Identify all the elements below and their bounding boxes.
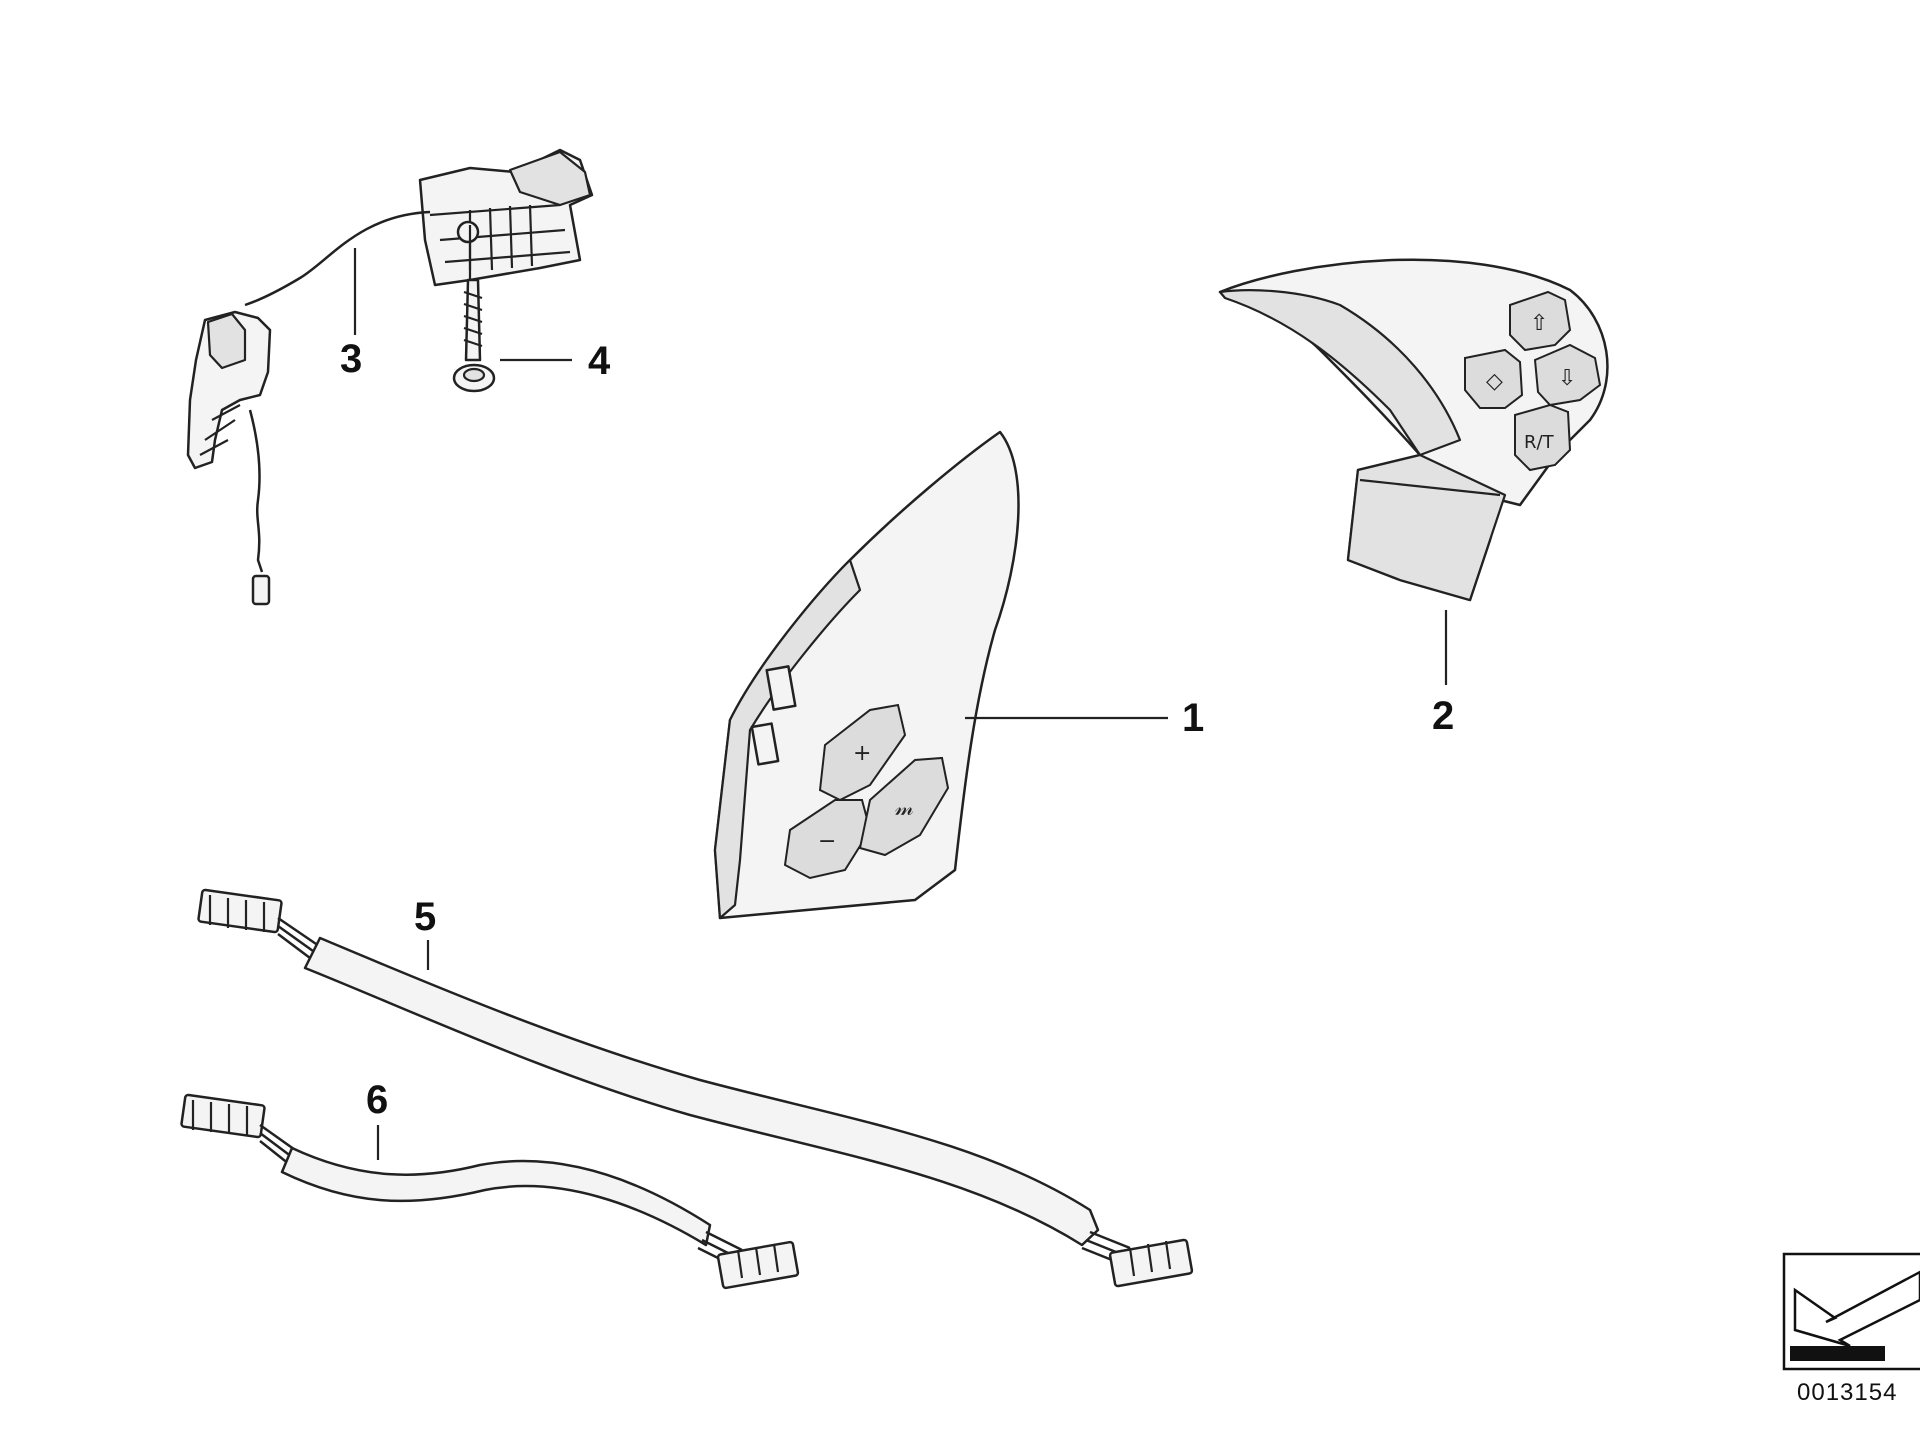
up-arrow-glyph: ⇧ — [1530, 311, 1548, 336]
callout-6: 6 — [366, 1078, 388, 1122]
callout-3: 3 — [340, 337, 362, 381]
callout-5: 5 — [414, 895, 436, 939]
rt-button[interactable] — [1514, 403, 1572, 472]
minus-button[interactable] — [783, 799, 872, 880]
plus-button[interactable] — [818, 703, 907, 802]
part-3-wiring-bracket — [186, 148, 594, 606]
minus-glyph: − — [818, 829, 836, 854]
down-arrow-button[interactable] — [1533, 343, 1602, 407]
part-6-cable-short — [180, 1093, 800, 1290]
reference-badge: 0013154 — [1782, 1252, 1920, 1406]
part-1-switch-left: + − 𝓂 — [713, 430, 1168, 920]
part-4-screw — [452, 278, 496, 393]
arrow-icon — [1793, 1270, 1920, 1348]
left-arrow-glyph: ◇ — [1486, 369, 1503, 394]
part-2-switch-right: ◇ ⇧ ⇩ R/T — [1218, 258, 1609, 685]
rt-glyph: R/T — [1524, 432, 1555, 453]
part-5-cable-long — [197, 888, 1194, 1288]
voice-button[interactable] — [858, 756, 950, 857]
up-arrow-button[interactable] — [1509, 290, 1572, 352]
voice-glyph: 𝓂 — [895, 796, 914, 821]
down-arrow-glyph: ⇩ — [1558, 366, 1576, 391]
callout-2: 2 — [1432, 694, 1454, 738]
plus-glyph: + — [853, 741, 871, 766]
callout-4: 4 — [588, 339, 611, 383]
callout-1: 1 — [1182, 696, 1204, 740]
reference-number: 0013154 — [1797, 1379, 1897, 1406]
left-arrow-button[interactable] — [1464, 348, 1524, 409]
